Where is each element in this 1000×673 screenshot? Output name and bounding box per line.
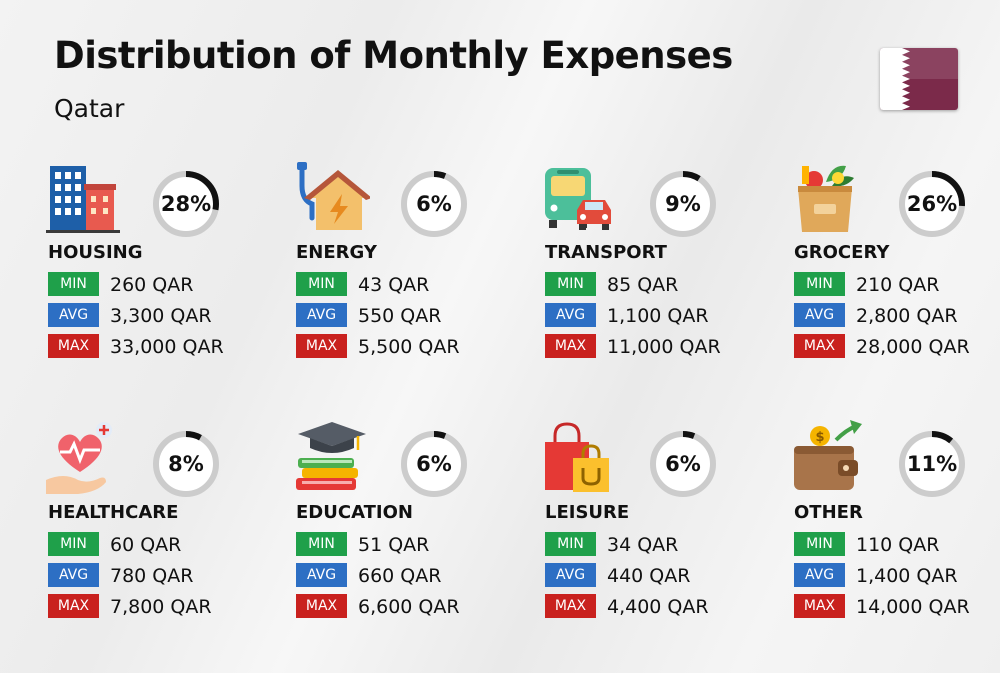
grocery-bag-icon — [792, 160, 868, 236]
category-name: EDUCATION — [296, 502, 413, 523]
max-value: 5,500 QAR — [358, 336, 460, 358]
percentage-label: 8% — [168, 452, 204, 476]
max-badge: MAX — [48, 334, 99, 358]
category-name: HOUSING — [48, 242, 143, 263]
max-badge: MAX — [794, 334, 845, 358]
percentage-label: 11% — [906, 452, 958, 476]
category-card-housing: 28% HOUSING MIN 260 QAR AVG 3,300 QAR MAX 3… — [46, 160, 276, 380]
wallet-coin-icon: $ — [792, 420, 868, 496]
category-card-leisure: 6% LEISURE MIN 34 QAR AVG 440 QAR MAX 4,400… — [543, 420, 773, 640]
category-name: HEALTHCARE — [48, 502, 179, 523]
percentage-ring — [153, 171, 219, 237]
books-graduation-cap-icon — [294, 420, 370, 496]
max-badge: MAX — [296, 334, 347, 358]
max-badge: MAX — [296, 594, 347, 618]
category-card-energy: 6% ENERGY MIN 43 QAR AVG 550 QAR MAX 5,500 … — [294, 160, 524, 380]
max-badge: MAX — [545, 594, 596, 618]
avg-value: 550 QAR — [358, 305, 442, 327]
avg-badge: AVG — [545, 563, 596, 587]
category-name: OTHER — [794, 502, 863, 523]
max-badge: MAX — [545, 334, 596, 358]
avg-value: 2,800 QAR — [856, 305, 958, 327]
buildings-icon — [46, 160, 122, 236]
avg-badge: AVG — [794, 303, 845, 327]
category-name: LEISURE — [545, 502, 630, 523]
avg-badge: AVG — [296, 303, 347, 327]
avg-value: 440 QAR — [607, 565, 691, 587]
avg-value: 3,300 QAR — [110, 305, 212, 327]
percentage-ring — [153, 431, 219, 497]
percentage-label: 6% — [416, 452, 452, 476]
min-badge: MIN — [296, 272, 347, 296]
page-title: Distribution of Monthly Expenses — [54, 34, 733, 77]
svg-text:$: $ — [815, 430, 824, 445]
energy-house-plug-icon — [294, 160, 372, 236]
max-value: 7,800 QAR — [110, 596, 212, 618]
shopping-bags-icon — [543, 420, 619, 496]
min-value: 34 QAR — [607, 534, 679, 556]
min-badge: MIN — [794, 272, 845, 296]
percentage-ring — [401, 431, 467, 497]
percentage-ring — [650, 171, 716, 237]
max-value: 33,000 QAR — [110, 336, 224, 358]
category-name: ENERGY — [296, 242, 377, 263]
avg-badge: AVG — [48, 303, 99, 327]
country-subtitle: Qatar — [54, 94, 125, 123]
avg-badge: AVG — [545, 303, 596, 327]
category-card-healthcare: 8% HEALTHCARE MIN 60 QAR AVG 780 QAR MAX 7,… — [46, 420, 276, 640]
percentage-ring — [401, 171, 467, 237]
percentage-ring — [650, 431, 716, 497]
max-value: 14,000 QAR — [856, 596, 970, 618]
avg-badge: AVG — [48, 563, 99, 587]
qatar-flag-icon — [880, 48, 958, 110]
min-badge: MIN — [794, 532, 845, 556]
min-badge: MIN — [48, 272, 99, 296]
avg-badge: AVG — [794, 563, 845, 587]
min-value: 85 QAR — [607, 274, 679, 296]
avg-value: 780 QAR — [110, 565, 194, 587]
percentage-label: 28% — [160, 192, 212, 216]
min-value: 110 QAR — [856, 534, 940, 556]
percentage-label: 9% — [665, 192, 701, 216]
max-value: 6,600 QAR — [358, 596, 460, 618]
category-card-transport: 9% TRANSPORT MIN 85 QAR AVG 1,100 QAR MAX 1… — [543, 160, 773, 380]
avg-value: 1,100 QAR — [607, 305, 709, 327]
min-badge: MIN — [48, 532, 99, 556]
min-badge: MIN — [296, 532, 347, 556]
min-value: 260 QAR — [110, 274, 194, 296]
max-badge: MAX — [794, 594, 845, 618]
min-value: 43 QAR — [358, 274, 430, 296]
category-name: TRANSPORT — [545, 242, 667, 263]
avg-value: 660 QAR — [358, 565, 442, 587]
min-value: 60 QAR — [110, 534, 182, 556]
avg-badge: AVG — [296, 563, 347, 587]
max-badge: MAX — [48, 594, 99, 618]
min-badge: MIN — [545, 272, 596, 296]
max-value: 4,400 QAR — [607, 596, 709, 618]
percentage-ring — [899, 171, 965, 237]
min-value: 210 QAR — [856, 274, 940, 296]
heart-hand-icon — [46, 420, 122, 496]
percentage-label: 6% — [665, 452, 701, 476]
category-card-grocery: 26% GROCERY MIN 210 QAR AVG 2,800 QAR MAX 2… — [792, 160, 1000, 380]
max-value: 28,000 QAR — [856, 336, 970, 358]
min-value: 51 QAR — [358, 534, 430, 556]
category-card-education: 6% EDUCATION MIN 51 QAR AVG 660 QAR MAX 6,6… — [294, 420, 524, 640]
percentage-label: 26% — [906, 192, 958, 216]
category-name: GROCERY — [794, 242, 890, 263]
avg-value: 1,400 QAR — [856, 565, 958, 587]
percentage-ring — [899, 431, 965, 497]
percentage-label: 6% — [416, 192, 452, 216]
max-value: 11,000 QAR — [607, 336, 721, 358]
category-card-other: $ 11% OTHER MIN 110 QAR AVG 1,400 QAR MAX 1… — [792, 420, 1000, 640]
bus-car-icon — [543, 160, 619, 236]
min-badge: MIN — [545, 532, 596, 556]
